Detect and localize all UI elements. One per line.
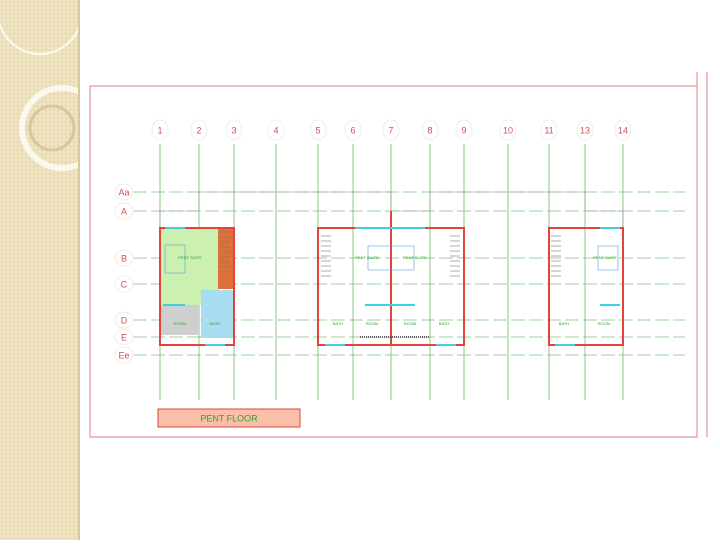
room-label: PENT SUITE <box>178 255 202 260</box>
room-label: BATH <box>439 321 449 326</box>
room-floor <box>161 305 199 335</box>
grid-bubble <box>114 311 134 329</box>
row-label: Ee <box>118 350 129 360</box>
grid-bubble <box>114 202 134 220</box>
column-label: 9 <box>461 125 466 135</box>
column-label: 14 <box>618 125 628 135</box>
grid-bubble <box>382 119 400 141</box>
room-label: BATH <box>333 321 343 326</box>
drawing-frame <box>89 72 708 438</box>
grid-bubble <box>540 119 558 141</box>
column-label: 2 <box>196 125 201 135</box>
room-label: ROOM <box>598 321 610 326</box>
row-label: Aa <box>118 187 129 197</box>
row-label: D <box>121 315 128 325</box>
column-label: 10 <box>503 125 513 135</box>
grid-bubble <box>267 119 285 141</box>
column-label: 11 <box>544 125 553 135</box>
stair-fill <box>218 229 234 289</box>
row-label: B <box>121 253 127 263</box>
wall <box>159 227 235 346</box>
grid-bubble <box>151 119 169 141</box>
grid-bubble <box>455 119 473 141</box>
room-label: ROOM <box>404 321 416 326</box>
room-label: BATH <box>210 321 220 326</box>
grid-bubble <box>225 119 243 141</box>
grid-bubble <box>114 249 134 267</box>
bath-floor <box>201 290 233 338</box>
dining-table-icon <box>164 244 186 274</box>
column-label: 8 <box>427 125 432 135</box>
building-outline <box>159 191 624 228</box>
dining-table-icon <box>597 245 619 271</box>
column-label: 6 <box>350 125 355 135</box>
room-label: PENT SUITE <box>355 255 379 260</box>
drawing-title: PENT FLOOR <box>200 413 258 423</box>
dining-table-icon <box>367 245 415 271</box>
dwelling-units: PENT SUITE ROOM BATH PENT SUITE PENT SUITE BA… <box>159 191 624 346</box>
row-label: C <box>121 279 128 289</box>
column-label: 7 <box>388 125 393 135</box>
grid-bubble <box>421 119 439 141</box>
row-label: A <box>121 206 127 216</box>
grid-bubble <box>190 119 208 141</box>
title-box: PENT FLOOR <box>157 408 301 428</box>
room-label: PENT SUITE <box>593 255 617 260</box>
row-label: E <box>121 332 127 342</box>
room-label: ROOM <box>366 321 378 326</box>
column-label: 4 <box>273 125 278 135</box>
room-label: BATH <box>559 321 569 326</box>
column-label: 13 <box>580 125 590 135</box>
room-label: ROOM <box>174 321 186 326</box>
grid-bubble <box>114 275 134 293</box>
grid-bubble <box>576 119 594 141</box>
column-label: 5 <box>315 125 320 135</box>
column-label: 3 <box>231 125 236 135</box>
grid-bubble <box>614 119 632 141</box>
grid-bubble <box>309 119 327 141</box>
column-label: 1 <box>157 125 162 135</box>
slide-decoration-sidebar <box>0 0 105 540</box>
grid-bubble <box>114 328 134 346</box>
grid-bubble <box>114 346 134 364</box>
grid-bubble <box>114 183 134 201</box>
room-label: PENT SUITE <box>403 255 427 260</box>
grid-bubble <box>344 119 362 141</box>
grid-bubble <box>499 119 517 141</box>
wall <box>548 227 624 346</box>
